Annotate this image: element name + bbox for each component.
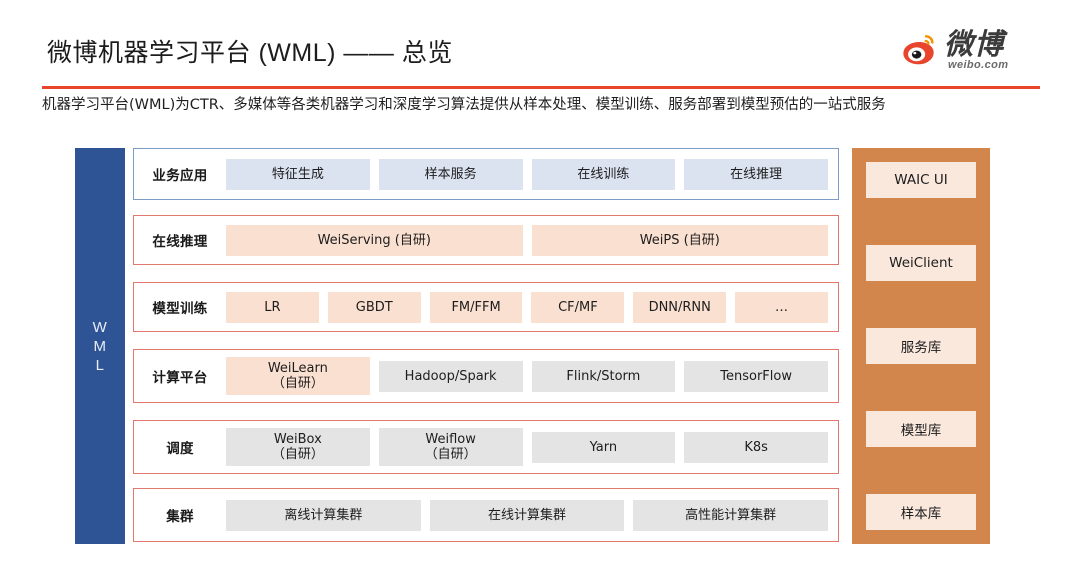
layer-chip[interactable]: 特征生成 [226, 158, 370, 190]
layer-row: 业务应用 特征生成样本服务在线训练在线推理 [133, 148, 839, 200]
layer-row-chips: WeiServing (自研)WeiPS (自研) [226, 216, 838, 264]
layer-chip[interactable]: TensorFlow [684, 360, 828, 392]
layer-chip[interactable]: 在线训练 [531, 158, 676, 190]
layer-chip[interactable]: Hadoop/Spark [378, 360, 523, 392]
layer-chip[interactable]: WeiLearn （自研） [226, 357, 370, 395]
page-subtitle: 机器学习平台(WML)为CTR、多媒体等各类机器学习和深度学习算法提供从样本处理… [42, 97, 886, 113]
wml-letter: L [95, 356, 105, 374]
layer-chip[interactable]: Weiflow （自研） [378, 428, 523, 466]
layer-row-label: 计算平台 [152, 370, 208, 385]
logo-brand-text: 微博 [944, 27, 1005, 61]
layer-chip[interactable]: FM/FFM [429, 291, 523, 323]
layer-row-chips: 特征生成样本服务在线训练在线推理 [226, 149, 838, 199]
layer-row-chips: 离线计算集群在线计算集群高性能计算集群 [226, 489, 838, 541]
layer-chip[interactable]: K8s [684, 431, 828, 463]
layer-chip[interactable]: 高性能计算集群 [633, 499, 829, 531]
layer-row: 在线推理 WeiServing (自研)WeiPS (自研) [133, 215, 839, 265]
right-side-column: WAIC UI WeiClient 服务库模型库样本库 [852, 148, 990, 544]
layer-chip[interactable]: DNN/RNN [633, 291, 727, 323]
page-title: 微博机器学习平台 (WML) —— 总览 [47, 39, 453, 67]
wml-letter: M [93, 337, 107, 355]
layer-chip[interactable]: Yarn [531, 431, 676, 463]
layer-chip[interactable]: 在线推理 [684, 158, 828, 190]
right-column-item[interactable]: 模型库 [866, 411, 976, 447]
layer-chip[interactable]: CF/MF [531, 291, 625, 323]
header-divider [42, 86, 1040, 89]
logo-domain-text: weibo.com [948, 59, 1009, 71]
layer-chip[interactable]: WeiPS (自研) [531, 224, 828, 256]
layer-chip[interactable]: … [735, 291, 828, 323]
layer-chip[interactable]: 在线计算集群 [429, 499, 625, 531]
layer-row-label: 模型训练 [152, 301, 208, 316]
layer-chip[interactable]: WeiBox （自研） [226, 428, 370, 466]
layer-row-label: 在线推理 [152, 234, 208, 249]
right-column-item[interactable]: WAIC UI [866, 162, 976, 198]
layer-chip[interactable]: WeiServing (自研) [226, 224, 523, 256]
layer-row-label: 业务应用 [152, 168, 208, 183]
layer-chip[interactable]: Flink/Storm [531, 360, 676, 392]
right-column-item[interactable]: 样本库 [866, 494, 976, 530]
layer-chip[interactable]: 样本服务 [378, 158, 523, 190]
layer-row-label: 集群 [166, 509, 194, 524]
layer-row-label: 调度 [166, 441, 194, 456]
layer-row: 集群 离线计算集群在线计算集群高性能计算集群 [133, 488, 839, 542]
right-column-item[interactable]: 服务库 [866, 328, 976, 364]
wml-letter: W [92, 318, 108, 336]
right-column-item[interactable]: WeiClient [866, 245, 976, 281]
layer-chip[interactable]: LR [226, 291, 319, 323]
weibo-logo: 微博 weibo.com [900, 28, 1048, 74]
weibo-eye-icon [903, 35, 934, 65]
layer-chip[interactable]: 离线计算集群 [226, 499, 421, 531]
slide-header: 微博机器学习平台 (WML) —— 总览 微博 weibo.com [0, 0, 1080, 90]
layer-chip[interactable]: GBDT [327, 291, 421, 323]
